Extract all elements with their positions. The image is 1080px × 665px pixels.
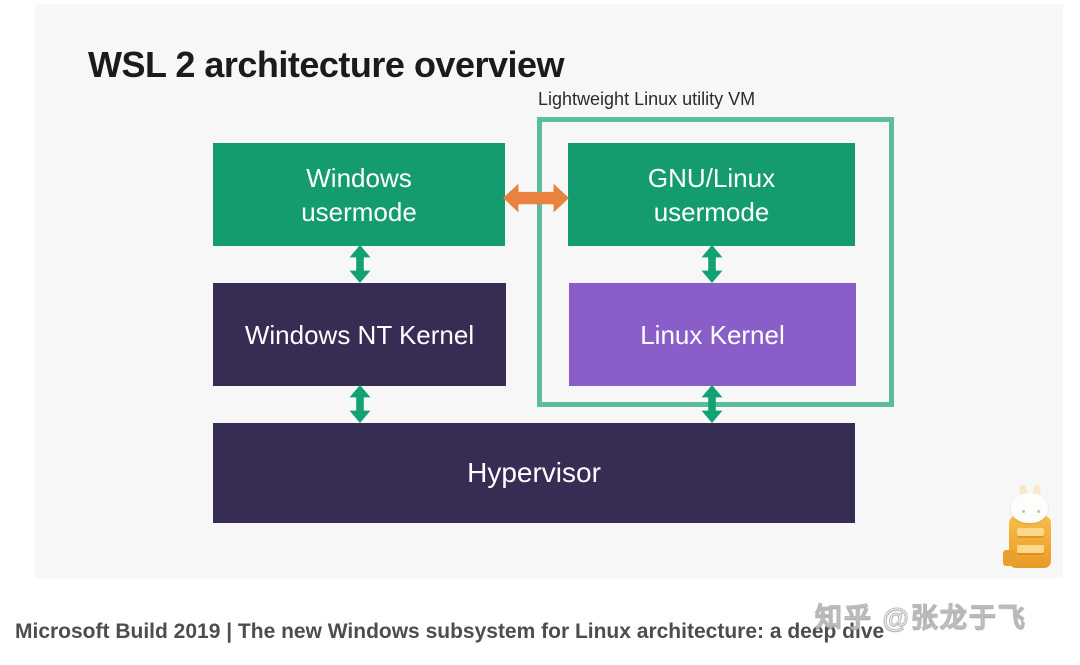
rabbit-sticker <box>995 484 1063 570</box>
box-linux-kernel: Linux Kernel <box>569 283 856 386</box>
sticker-yellow-body <box>1009 516 1051 568</box>
box-windows-usermode: Windows usermode <box>213 143 505 246</box>
caption: Microsoft Build 2019 | The new Windows s… <box>15 620 885 643</box>
rabbit-eye-icon <box>1037 510 1040 513</box>
sticker-stripe <box>1017 528 1044 536</box>
double-arrow-horizontal-icon <box>503 179 569 217</box>
slide-image: WSL 2 architecture overview Lightweight … <box>35 4 1063 578</box>
double-arrow-vertical-icon <box>346 385 374 423</box>
box-gnu-linux-usermode: GNU/Linux usermode <box>568 143 855 246</box>
double-arrow-vertical-icon <box>698 385 726 423</box>
sticker-tab <box>1003 550 1015 566</box>
slide-title: WSL 2 architecture overview <box>88 44 565 85</box>
sticker-stripe <box>1017 545 1044 553</box>
box-hypervisor: Hypervisor <box>213 423 855 523</box>
rabbit-head-icon <box>1011 493 1048 523</box>
double-arrow-vertical-icon <box>346 245 374 283</box>
vm-boundary-label: Lightweight Linux utility VM <box>538 89 756 109</box>
watermark: 知乎 @张龙于飞 <box>815 603 1027 634</box>
box-windows-nt-kernel: Windows NT Kernel <box>213 283 506 386</box>
double-arrow-vertical-icon <box>698 245 726 283</box>
rabbit-eye-icon <box>1022 510 1025 513</box>
